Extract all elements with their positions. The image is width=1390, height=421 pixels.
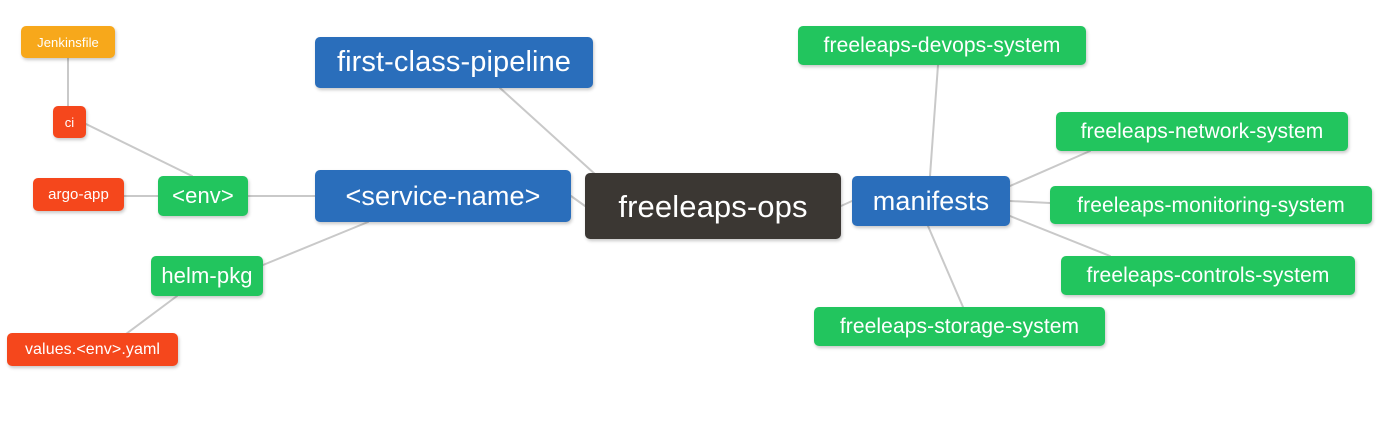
node-ci[interactable]: ci [53,106,86,138]
edge-manifests-to-freeleaps-devops-system [929,64,939,177]
node-argo-app[interactable]: argo-app [33,178,124,211]
node-service-name[interactable]: <service-name> [315,170,571,222]
node-manifests[interactable]: manifests [852,176,1010,226]
node-label-freeleaps-storage-system: freeleaps-storage-system [839,315,1080,338]
node-label-jenkinsfile: Jenkinsfile [37,34,99,50]
node-jenkinsfile[interactable]: Jenkinsfile [21,26,115,58]
node-helm-pkg[interactable]: helm-pkg [151,256,263,296]
node-label-argo-app: argo-app [48,186,109,203]
node-first-class-pipeline[interactable]: first-class-pipeline [315,37,593,88]
node-freeleaps-storage-system[interactable]: freeleaps-storage-system [814,307,1105,346]
edge-service-name-to-helm-pkg [262,221,369,266]
node-label-service-name: <service-name> [345,180,541,211]
node-freeleaps-monitoring-system[interactable]: freeleaps-monitoring-system [1050,186,1372,224]
edge-freeleaps-ops-to-manifests [840,200,853,207]
edge-manifests-to-freeleaps-storage-system [927,225,964,308]
node-label-freeleaps-monitoring-system: freeleaps-monitoring-system [1077,193,1345,217]
node-label-freeleaps-controls-system: freeleaps-controls-system [1086,264,1330,287]
node-env[interactable]: <env> [158,176,248,216]
node-label-freeleaps-ops: freeleaps-ops [618,188,808,224]
node-label-freeleaps-devops-system: freeleaps-devops-system [823,34,1061,57]
node-freeleaps-devops-system[interactable]: freeleaps-devops-system [798,26,1086,65]
node-label-manifests: manifests [872,185,990,216]
node-label-first-class-pipeline: first-class-pipeline [336,46,572,78]
edge-env-to-ci [85,123,193,177]
node-label-env: <env> [172,183,234,208]
edge-manifests-to-freeleaps-monitoring-system [1009,200,1051,204]
edge-manifests-to-freeleaps-network-system [1009,150,1091,187]
edge-helm-pkg-to-values-env-yaml [125,295,178,335]
edge-freeleaps-ops-to-service-name [570,195,586,207]
node-label-freeleaps-network-system: freeleaps-network-system [1080,120,1324,143]
node-label-values-env-yaml: values.<env>.yaml [24,340,161,358]
edge-freeleaps-ops-to-first-class-pipeline [499,87,597,176]
node-freeleaps-controls-system[interactable]: freeleaps-controls-system [1061,256,1355,295]
node-freeleaps-ops[interactable]: freeleaps-ops [585,173,841,239]
node-label-helm-pkg: helm-pkg [161,263,253,288]
node-freeleaps-network-system[interactable]: freeleaps-network-system [1056,112,1348,151]
node-label-ci: ci [64,114,75,130]
node-values-env-yaml[interactable]: values.<env>.yaml [7,333,178,366]
